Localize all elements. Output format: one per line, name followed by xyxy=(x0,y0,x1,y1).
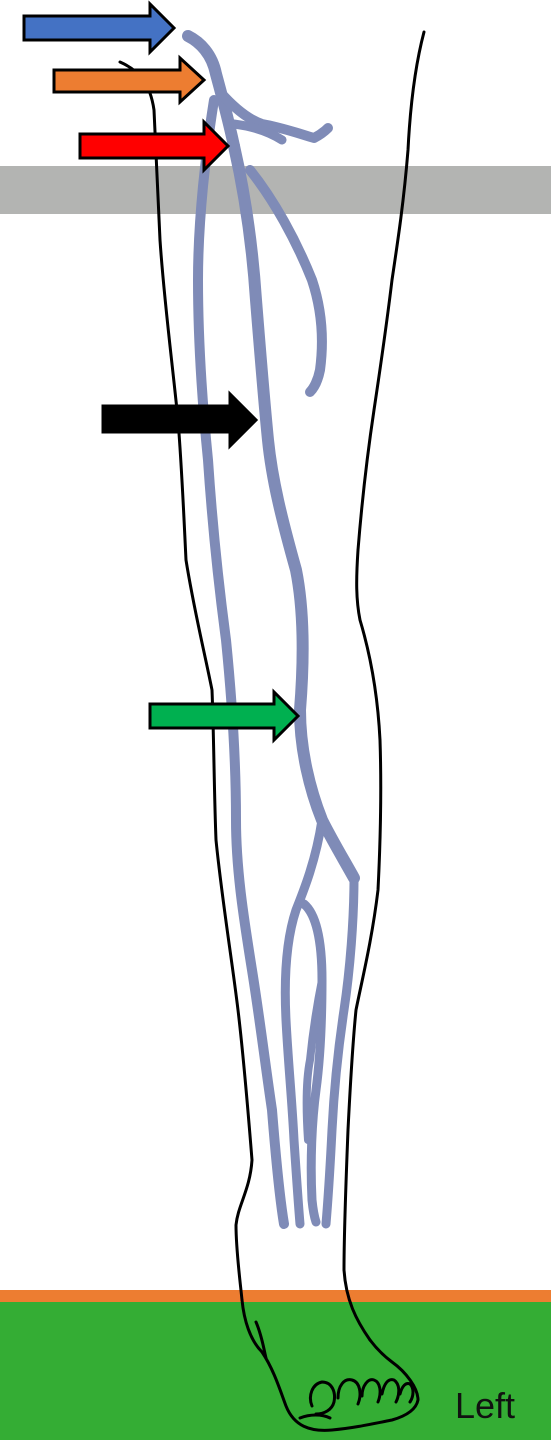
floor-line xyxy=(0,1290,551,1302)
side-label: Left xyxy=(455,1385,515,1426)
